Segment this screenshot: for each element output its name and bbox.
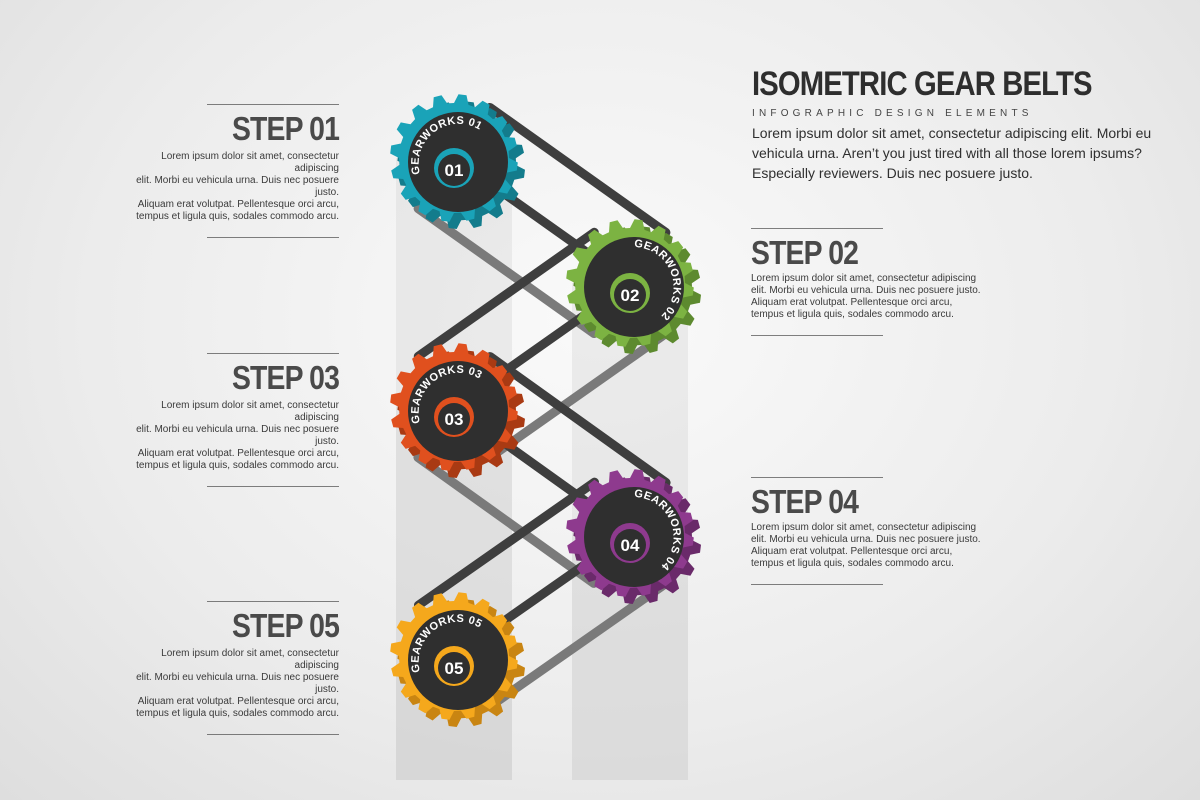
divider: [207, 237, 339, 238]
text-line: Lorem ipsum dolor sit amet, consectetur …: [751, 273, 977, 284]
intro-text: Lorem ipsum dolor sit amet, consectetur …: [752, 125, 1152, 181]
belt-segment: [485, 329, 671, 463]
divider: [207, 601, 339, 602]
text-line: Aliquam erat volutpat. Pellentesque orci…: [751, 546, 953, 557]
step-03-title: STEP 03: [231, 359, 340, 396]
gear-1-number: 01: [445, 161, 464, 180]
gear-3-number: 03: [445, 410, 464, 429]
step-04-block: STEP 04 Lorem ipsum dolor sit amet, cons…: [751, 477, 983, 585]
text-line: Aliquam erat volutpat. Pellentesque orci…: [751, 297, 953, 308]
belt-segment: [413, 204, 599, 339]
step-05-block: STEP 05 Lorem ipsum dolor sit amet, cons…: [115, 601, 340, 735]
text-line: tempus et ligula quis, sodales commodo a…: [136, 460, 339, 471]
belt-segment: [485, 102, 671, 237]
step-01-title: STEP 01: [231, 110, 340, 147]
step-04-text: Lorem ipsum dolor sit amet, consectetur …: [751, 522, 983, 570]
text-line: elit. Morbi eu vehicula urna. Duis nec p…: [136, 424, 339, 447]
divider: [751, 228, 883, 229]
step-03-block: STEP 03 Lorem ipsum dolor sit amet, cons…: [115, 353, 340, 487]
step-01-text: Lorem ipsum dolor sit amet, consectetur …: [115, 151, 339, 223]
text-line: elit. Morbi eu vehicula urna. Duis nec p…: [751, 534, 981, 545]
gear-hub: [614, 279, 646, 311]
text-line: elit. Morbi eu vehicula urna. Duis nec p…: [751, 285, 981, 296]
step-02-title: STEP 02: [751, 234, 859, 271]
step-02-text: Lorem ipsum dolor sit amet, consectetur …: [751, 273, 983, 321]
divider: [751, 584, 883, 585]
text-line: elit. Morbi eu vehicula urna. Duis nec p…: [136, 175, 339, 198]
step-04-title: STEP 04: [751, 483, 859, 520]
text-line: Aliquam erat volutpat. Pellentesque orci…: [137, 696, 339, 707]
gear-4-number: 04: [621, 536, 640, 555]
page-subtitle: INFOGRAPHIC DESIGN ELEMENTS: [752, 108, 1033, 119]
belt-segment: [485, 579, 671, 712]
divider: [751, 477, 883, 478]
text-line: tempus et ligula quis, sodales commodo a…: [751, 558, 954, 569]
gear-hub: [438, 652, 470, 684]
gear-5-number: 05: [445, 659, 464, 678]
gear-2-number: 02: [621, 286, 640, 305]
belt-segment: [413, 227, 599, 361]
belt-segment: [413, 452, 599, 588]
text-line: Aliquam erat volutpat. Pellentesque orci…: [137, 199, 339, 210]
belt-segment: [485, 352, 671, 488]
text-line: tempus et ligula quis, sodales commodo a…: [136, 211, 339, 222]
text-line: elit. Morbi eu vehicula urna. Duis nec p…: [136, 672, 339, 695]
text-line: tempus et ligula quis, sodales commodo a…: [136, 708, 339, 719]
gear-hub: [438, 403, 470, 435]
gear-hub: [614, 529, 646, 561]
text-line: Aliquam erat volutpat. Pellentesque orci…: [137, 448, 339, 459]
header-block: ISOMETRIC GEAR BELTS INFOGRAPHIC DESIGN …: [752, 64, 1172, 183]
divider: [207, 104, 339, 105]
step-02-block: STEP 02 Lorem ipsum dolor sit amet, cons…: [751, 228, 983, 336]
divider: [207, 486, 339, 487]
step-05-title: STEP 05: [231, 607, 340, 644]
gear-hub: [438, 154, 470, 186]
divider: [207, 353, 339, 354]
step-05-text: Lorem ipsum dolor sit amet, consectetur …: [115, 648, 339, 720]
page-title: ISOMETRIC GEAR BELTS: [752, 65, 1093, 103]
divider: [207, 734, 339, 735]
text-line: Lorem ipsum dolor sit amet, consectetur …: [161, 151, 339, 174]
text-line: tempus et ligula quis, sodales commodo a…: [751, 309, 954, 320]
divider: [751, 335, 883, 336]
step-03-text: Lorem ipsum dolor sit amet, consectetur …: [115, 400, 339, 472]
belt-segment: [413, 477, 599, 610]
text-line: Lorem ipsum dolor sit amet, consectetur …: [751, 522, 977, 533]
text-line: Lorem ipsum dolor sit amet, consectetur …: [161, 400, 339, 423]
step-01-block: STEP 01 Lorem ipsum dolor sit amet, cons…: [115, 104, 340, 238]
text-line: Lorem ipsum dolor sit amet, consectetur …: [161, 648, 339, 671]
